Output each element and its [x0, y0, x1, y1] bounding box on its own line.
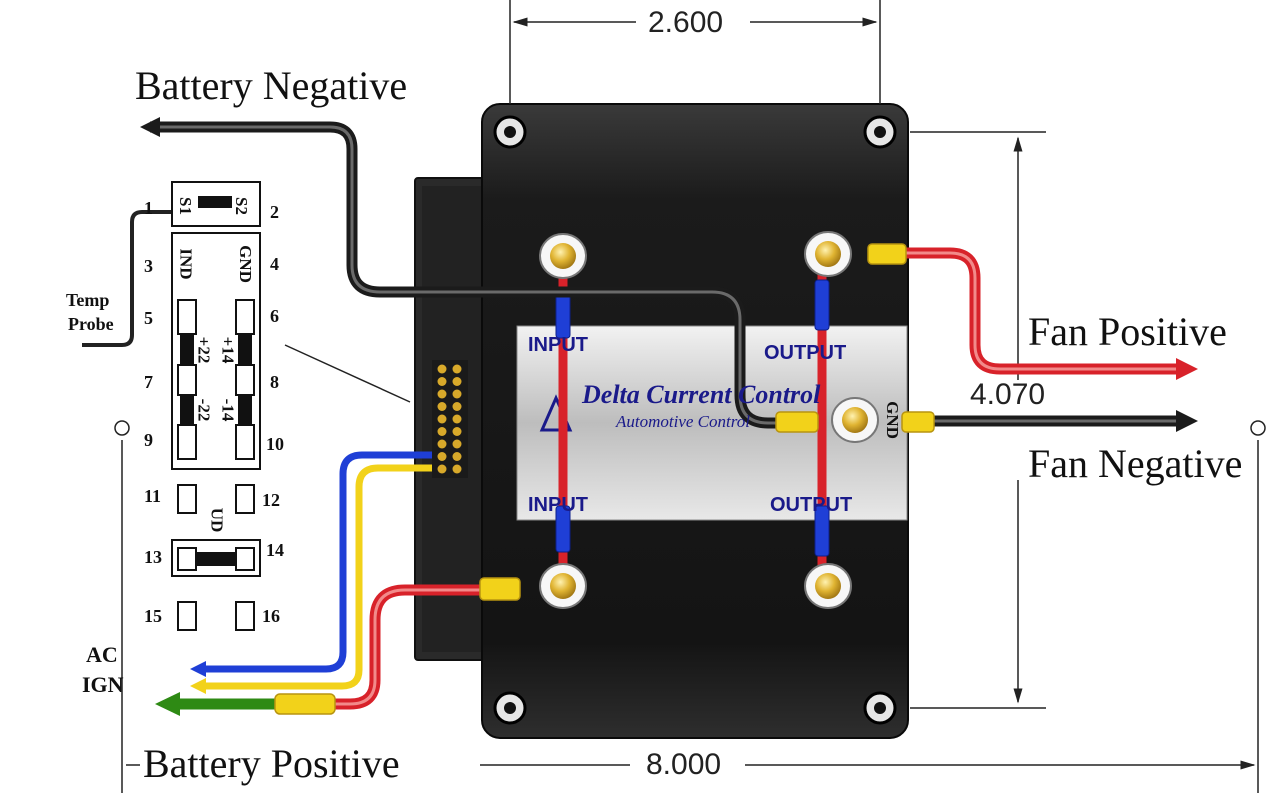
- pin-2: 2: [270, 202, 279, 222]
- ring-terminals: [539, 231, 879, 609]
- pin-8: 8: [270, 372, 279, 392]
- jumper-label-ud: UD: [207, 507, 227, 533]
- pin-12: 12: [262, 490, 280, 510]
- battery-negative-label: Battery Negative: [135, 63, 408, 108]
- input-top-label: INPUT: [528, 334, 588, 356]
- dimension-lines: [121, 0, 1259, 793]
- dimension-height-right: 4.070: [970, 378, 1046, 411]
- jumper-label-ind: IND: [176, 248, 196, 280]
- pin-7: 7: [144, 372, 153, 392]
- brand-name: Delta Current Control: [582, 380, 821, 409]
- connector-pin: [452, 364, 462, 374]
- connector-pin: [452, 439, 462, 449]
- temp-label: Temp: [66, 290, 110, 310]
- jumper-label-s2: S2: [231, 197, 251, 215]
- pin-1: 1: [144, 198, 153, 218]
- connector-pin: [452, 402, 462, 411]
- pin-3: 3: [144, 256, 153, 276]
- connector-pin: [437, 364, 447, 374]
- ign-signal-wire: [200, 464, 432, 690]
- pin-6: 6: [270, 306, 279, 326]
- dimension-width-bottom: 8.000: [646, 748, 722, 781]
- connector-pin: [437, 414, 447, 424]
- battery-positive-label: Battery Positive: [143, 741, 400, 786]
- pin-13: 13: [144, 547, 162, 567]
- gnd-label: GND: [882, 401, 902, 439]
- connector-pin: [452, 427, 462, 436]
- connector-pin: [437, 427, 447, 436]
- pin-5: 5: [144, 308, 153, 328]
- pin-16: 16: [262, 606, 280, 626]
- pin-11: 11: [144, 486, 162, 506]
- jumper-label-s1: S1: [175, 197, 195, 215]
- jumper-label-p22: +22: [194, 336, 214, 364]
- ac-label: AC: [86, 642, 118, 667]
- pin-4: 4: [270, 254, 279, 274]
- fan-negative-label: Fan Negative: [1028, 441, 1243, 486]
- jumper-shunts: [180, 196, 252, 566]
- dimension-width-top: 2.600: [648, 6, 724, 39]
- jumper-label-gnd: GND: [235, 245, 255, 283]
- output-bottom-label: OUTPUT: [770, 494, 853, 516]
- jumper-label-p14: +14: [218, 336, 238, 364]
- output-top-label: OUTPUT: [764, 342, 847, 364]
- connector-pin: [437, 402, 447, 411]
- connector-pin: [437, 464, 447, 474]
- mounting-holes: [493, 115, 897, 725]
- fan-positive-label: Fan Positive: [1028, 309, 1227, 354]
- connector-pin: [452, 452, 462, 461]
- pin-10: 10: [266, 434, 284, 454]
- jumper-label-m22: -22: [194, 398, 214, 422]
- brand-subtitle: Automotive Control: [616, 412, 750, 431]
- pin-14: 14: [266, 540, 284, 560]
- connector-pin: [437, 377, 447, 386]
- temp-probe-wire: [82, 210, 195, 347]
- probe-label: Probe: [68, 314, 114, 334]
- connector-pin: [452, 377, 462, 386]
- connector-pins: [432, 360, 468, 478]
- connector-pin: [437, 439, 447, 449]
- connector-pin: [437, 389, 447, 399]
- ac-signal-wire: [200, 451, 432, 673]
- pin-9: 9: [144, 430, 153, 450]
- connector-pin: [452, 414, 462, 424]
- pin-15: 15: [144, 606, 162, 626]
- connector-pin: [452, 464, 462, 474]
- ign-label: IGN: [82, 672, 124, 697]
- connector-pin: [452, 389, 462, 399]
- input-bottom-label: INPUT: [528, 494, 588, 516]
- jumper-label-m14: -14: [218, 398, 238, 422]
- connector-pin: [437, 452, 447, 461]
